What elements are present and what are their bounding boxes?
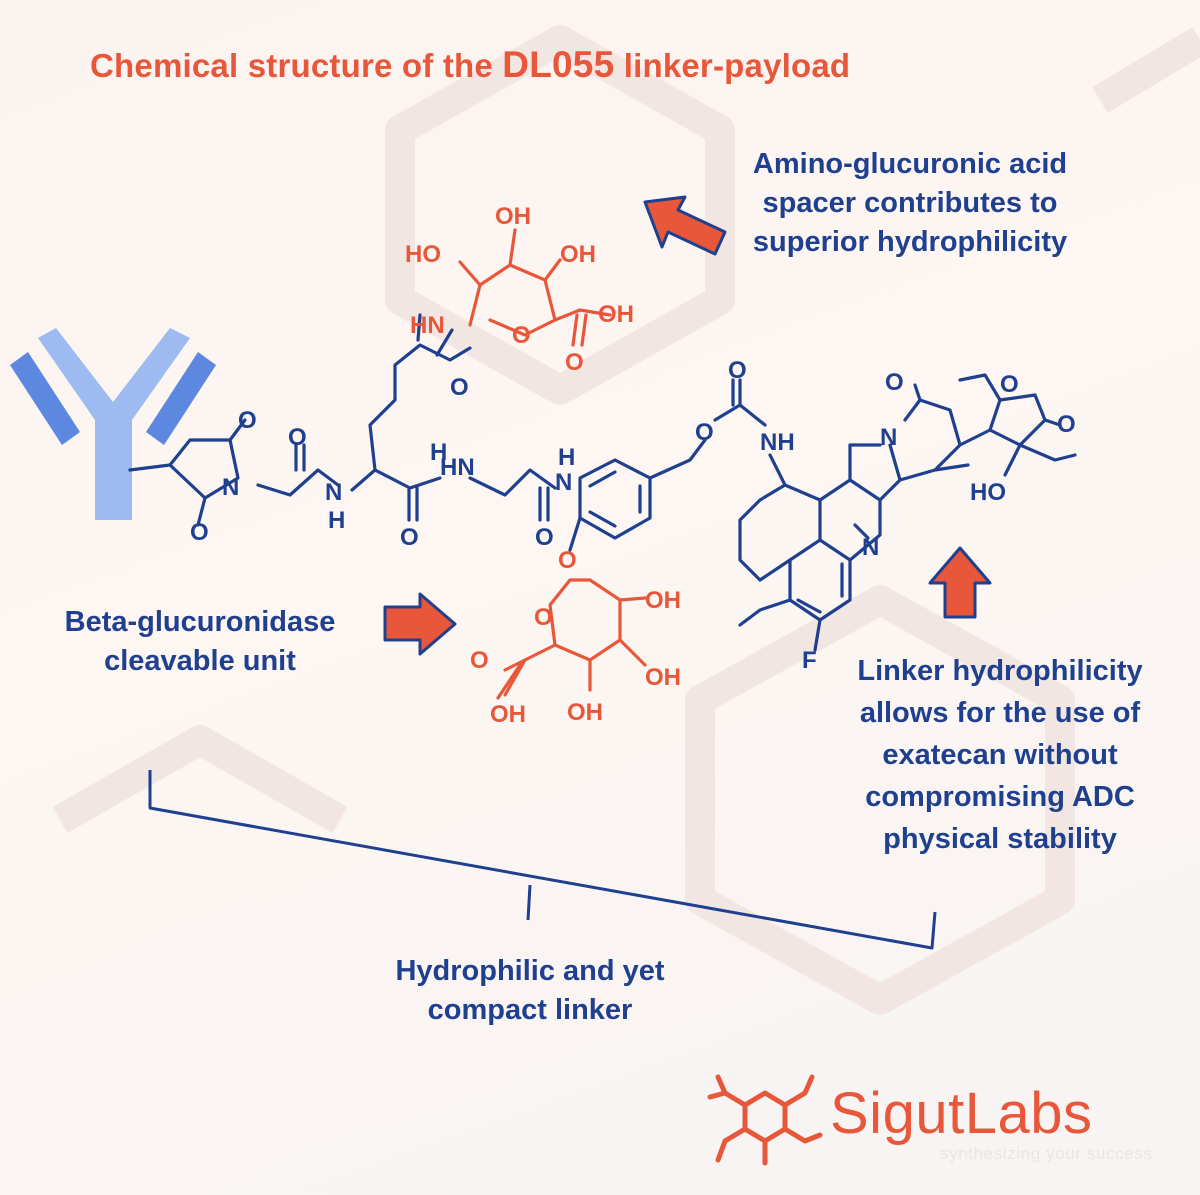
svg-text:O: O xyxy=(565,349,584,376)
svg-text:O: O xyxy=(535,524,554,551)
callout-glucuronic-spacer: Amino-glucuronic acid spacer contributes… xyxy=(752,148,1068,258)
brand-name: SigutLabs xyxy=(830,1081,1093,1146)
svg-text:HN: HN xyxy=(440,454,475,481)
callout-compact-linker: Hydrophilic and yet compact linker xyxy=(395,955,665,1026)
svg-text:O: O xyxy=(450,374,469,401)
callout-cleavable-unit: Beta-glucuronidase cleavable unit xyxy=(64,606,336,677)
svg-text:OH: OH xyxy=(567,699,603,726)
svg-text:NH: NH xyxy=(760,429,795,456)
svg-text:H: H xyxy=(430,439,447,466)
svg-text:N: N xyxy=(325,479,342,506)
svg-text:O: O xyxy=(288,424,307,451)
arrow-icon-exatecan xyxy=(928,546,992,619)
svg-text:H: H xyxy=(558,444,575,471)
svg-text:O: O xyxy=(728,357,747,384)
svg-text:O: O xyxy=(1000,371,1019,398)
svg-text:O: O xyxy=(534,604,553,631)
svg-text:O: O xyxy=(558,547,577,574)
callout-exatecan: Linker hydrophilicity allows for the use… xyxy=(857,655,1143,855)
brand-tagline: synthesizing your success xyxy=(940,1144,1153,1163)
svg-text:OH: OH xyxy=(645,587,681,614)
svg-text:O: O xyxy=(190,519,209,546)
svg-text:OH: OH xyxy=(645,664,681,691)
arrow-icon-glucuronic xyxy=(643,195,727,256)
svg-text:O: O xyxy=(1057,411,1076,438)
svg-text:N: N xyxy=(555,469,572,496)
svg-text:HO: HO xyxy=(970,479,1006,506)
antibody-icon xyxy=(10,328,216,520)
svg-text:HN: HN xyxy=(410,312,445,339)
svg-text:H: H xyxy=(328,507,345,534)
svg-text:OH: OH xyxy=(598,301,634,328)
svg-text:OH: OH xyxy=(495,203,531,230)
svg-text:O: O xyxy=(470,647,489,674)
svg-text:OH: OH xyxy=(490,701,526,728)
svg-text:O: O xyxy=(400,524,419,551)
sigutlabs-logo-icon xyxy=(707,1074,823,1166)
page-title: Chemical structure of the DL055 linker-p… xyxy=(90,44,851,85)
svg-text:O: O xyxy=(512,322,531,349)
svg-text:OH: OH xyxy=(560,241,596,268)
product-code: DL055 xyxy=(502,44,615,85)
svg-text:N: N xyxy=(222,474,239,501)
svg-text:O: O xyxy=(695,419,714,446)
svg-text:N: N xyxy=(862,534,879,561)
svg-text:HO: HO xyxy=(405,241,441,268)
svg-text:F: F xyxy=(802,647,817,674)
svg-text:N: N xyxy=(880,424,897,451)
svg-text:O: O xyxy=(238,407,257,434)
svg-text:O: O xyxy=(885,369,904,396)
arrow-icon-cleavable xyxy=(383,592,457,656)
